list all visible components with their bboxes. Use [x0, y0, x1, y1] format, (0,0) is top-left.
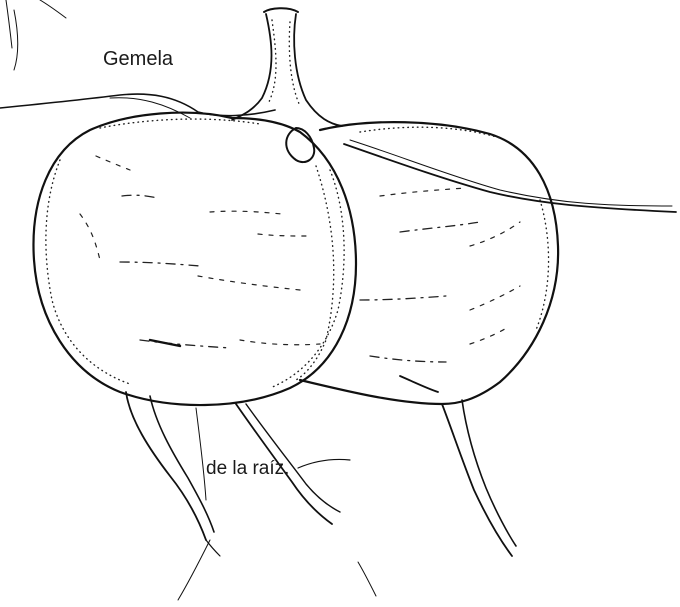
left-bulb — [33, 113, 356, 405]
right-bulb — [296, 122, 558, 404]
right-fibrous-rootlet — [344, 140, 676, 212]
root-tails — [126, 392, 516, 600]
upper-fibrous-rootlet — [0, 94, 275, 118]
root-neck — [232, 8, 342, 126]
twin-label: Gemela — [103, 49, 173, 69]
corner-sketch-lines — [6, 0, 66, 70]
root-label: de la raíz. — [206, 459, 289, 478]
